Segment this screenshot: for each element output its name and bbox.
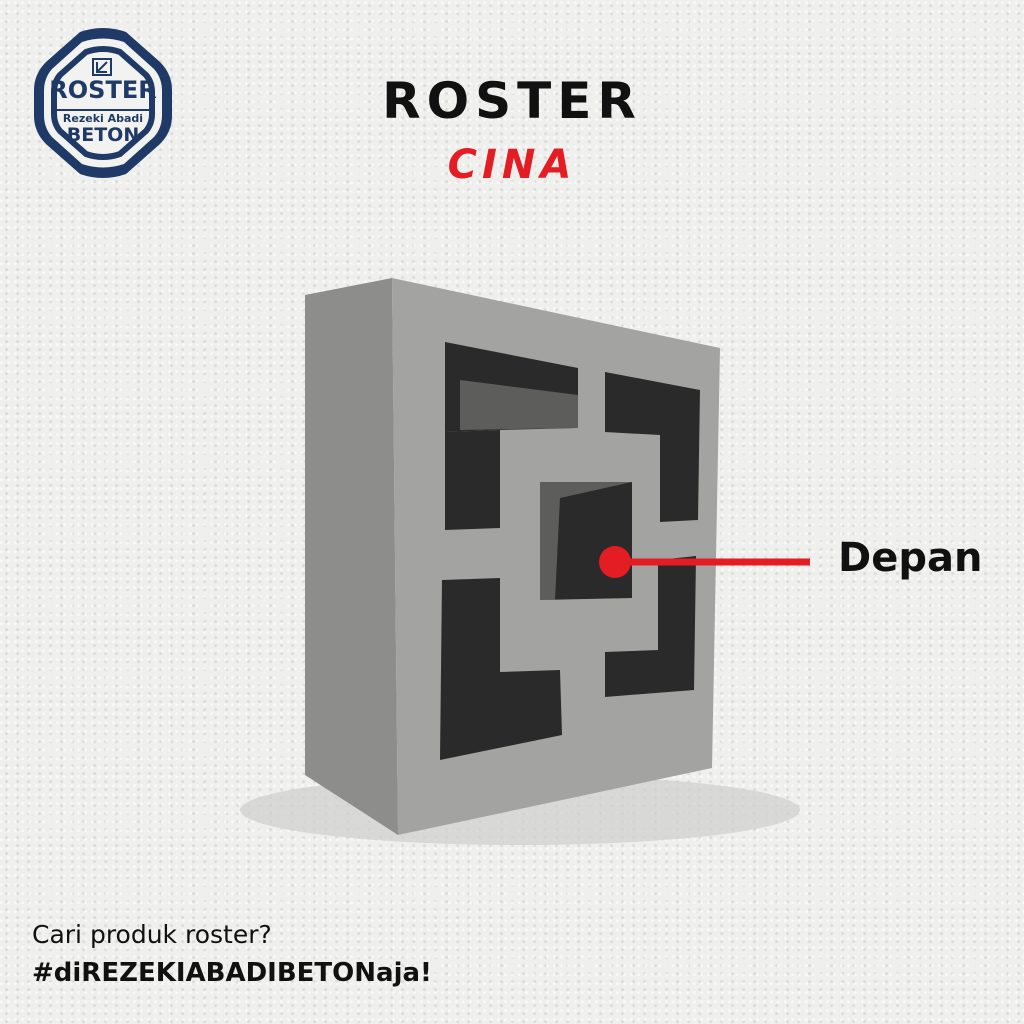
product-subtitle: CINA (447, 142, 577, 188)
footer-question: Cari produk roster? (32, 920, 272, 949)
logo-rezeki-abadi: Rezeki Abadi (62, 112, 144, 125)
callout-dot (599, 546, 631, 578)
logo-beton: BETON (66, 124, 140, 146)
block-side-face (305, 278, 398, 835)
brand-logo: ROSTER Rezeki Abadi BETON (32, 28, 174, 178)
logo-roster: ROSTER (49, 76, 157, 104)
hexagon-badge-icon (34, 28, 172, 178)
callout-label-depan: Depan (838, 535, 983, 581)
footer-hashtag: #diREZEKIABADIBETONaja! (32, 958, 432, 988)
page-title: ROSTER (382, 72, 642, 130)
